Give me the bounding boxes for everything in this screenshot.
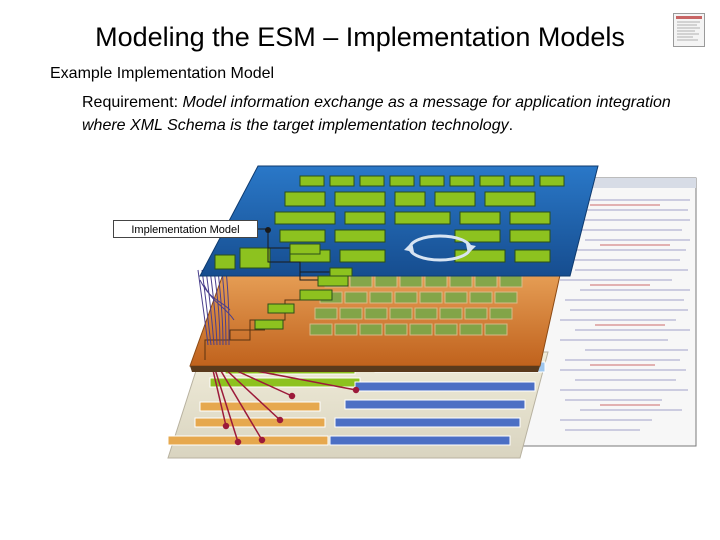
document-thumbnail-icon: [673, 13, 705, 47]
implementation-model-label: Implementation Model: [113, 220, 258, 238]
top-layer-blocks: [214, 175, 565, 270]
requirement-text: Requirement: Model information exchange …: [82, 91, 682, 137]
slide-subtitle: Example Implementation Model: [50, 65, 275, 82]
purple-connectors: [197, 269, 235, 346]
slide-title: Modeling the ESM – Implementation Models: [95, 22, 625, 52]
requirement-suffix: .: [508, 117, 514, 134]
cycle-arrows-icon: [404, 234, 476, 262]
middle-layer-edge: [190, 366, 540, 372]
middle-layer-grid: [309, 275, 523, 336]
model-tree: [254, 227, 353, 330]
requirement-prefix: Requirement:: [82, 94, 183, 111]
middle-layer-tree: [204, 299, 320, 360]
requirement-body: Model information exchange as a message …: [82, 94, 671, 134]
